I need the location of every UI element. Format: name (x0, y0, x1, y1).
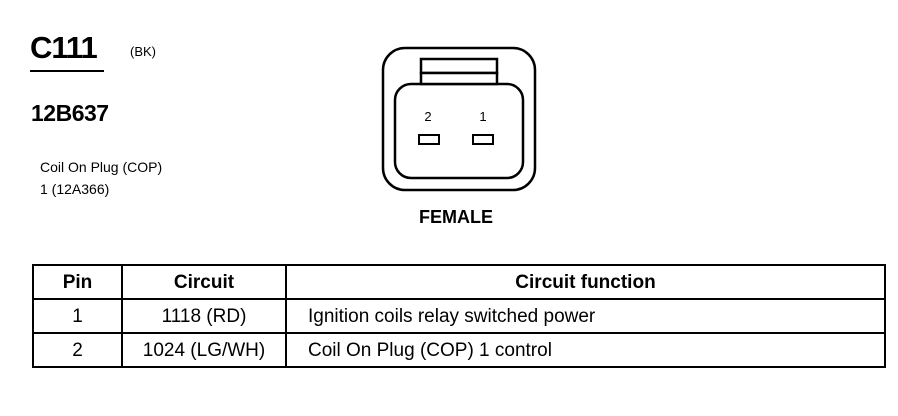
pin-terminal-1 (472, 134, 494, 145)
function-cell: Ignition coils relay switched power (285, 298, 886, 334)
function-column-header: Circuit function (285, 264, 886, 300)
connector-inner-housing (393, 82, 525, 180)
component-description-detail: 1 (12A366) (40, 181, 110, 197)
pin-column-header: Pin (32, 264, 123, 300)
connector-id: C111 (30, 30, 98, 65)
part-number: 12B637 (31, 100, 109, 126)
connector-face-diagram: 2 1 (381, 46, 537, 192)
circuit-cell: 1118 (RD) (121, 298, 287, 334)
pin-terminal-2 (418, 134, 440, 145)
circuit-cell: 1024 (LG/WH) (121, 332, 287, 368)
pin-table: Pin Circuit Circuit function 1 1118 (RD)… (32, 264, 886, 368)
connector-gender-label: FEMALE (419, 207, 493, 227)
connector-id-underline (30, 70, 104, 72)
pin-label-1: 1 (479, 109, 486, 124)
connector-lock-tab (419, 57, 499, 86)
table-row: 1 1118 (RD) Ignition coils relay switche… (32, 298, 886, 334)
pin-label-2: 2 (424, 109, 431, 124)
connector-outer-housing (381, 46, 537, 192)
pin-cell: 1 (32, 298, 123, 334)
circuit-column-header: Circuit (121, 264, 287, 300)
table-row: 2 1024 (LG/WH) Coil On Plug (COP) 1 cont… (32, 332, 886, 368)
connector-color: (BK) (130, 44, 156, 59)
function-cell: Coil On Plug (COP) 1 control (285, 332, 886, 368)
pin-table-header-row: Pin Circuit Circuit function (32, 264, 886, 300)
pin-cell: 2 (32, 332, 123, 368)
component-description: Coil On Plug (COP) (40, 159, 163, 175)
